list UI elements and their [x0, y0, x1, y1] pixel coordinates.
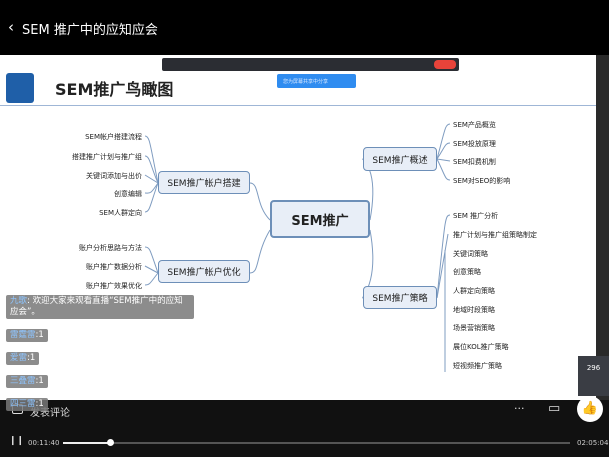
chat-overlay: 九歌: 欢迎大家来观看直播“SEM推广中的应知应会”。 雷霆雷:1 爱雷:1 三…: [6, 295, 194, 414]
chat-message: 雷霆雷:1: [6, 329, 48, 342]
logo-icon: [6, 73, 34, 103]
page-title: SEM 推广中的应知应会: [22, 23, 158, 38]
progress-fill: [63, 442, 111, 444]
leaf: 场景营销策略: [453, 324, 495, 332]
top-bar: ‹ SEM 推广中的应知应会: [0, 0, 609, 55]
leaf: 推广计划与推广组策略制定: [453, 231, 537, 239]
leaf: 关键词策略: [453, 250, 488, 258]
leaf: SEM 推广分析: [453, 212, 499, 220]
branch-build: SEM推广帐户搭建: [158, 171, 250, 194]
leaf: 创意编辑: [114, 190, 142, 198]
control-bar: 发表评论 ··· ▭: [0, 400, 609, 425]
side-strip: [596, 55, 609, 400]
mindmap-connectors: [144, 123, 451, 372]
divider: [0, 105, 596, 106]
leaf: 创意策略: [453, 268, 481, 276]
current-time: 00:11:40: [28, 439, 60, 447]
leaf: SEM对SEO的影响: [453, 177, 511, 185]
progress-track[interactable]: [63, 442, 570, 444]
chat-message: 四三雷:1: [6, 398, 48, 411]
leaf: SEM产品概览: [453, 121, 496, 129]
branch-overview: SEM推广概述: [363, 147, 437, 171]
like-button[interactable]: 👍: [577, 396, 603, 422]
mindmap-center: SEM推广: [270, 200, 370, 238]
duration: 02:05:04: [577, 439, 609, 447]
progress-row: ❙❙ 00:11:40 02:05:04: [0, 425, 609, 457]
progress-handle[interactable]: [106, 439, 114, 446]
stop-share-button[interactable]: [434, 60, 456, 69]
leaf: 账户推广效果优化: [86, 282, 142, 290]
slide: 您为屏幕共享中分享 SEM推广鸟瞰图 SEM推广 SEM推广帐户搭建 SEM推广…: [0, 55, 596, 400]
leaf: SEM人群定向: [99, 209, 142, 217]
branch-optimize: SEM推广帐户优化: [158, 260, 250, 283]
chat-message: 九歌: 欢迎大家来观看直播“SEM推广中的应知应会”。: [6, 295, 194, 319]
leaf: 地域时段策略: [453, 306, 495, 314]
like-count: 296: [586, 364, 601, 372]
recording-toolbar: [162, 58, 459, 71]
leaf: 人群定向策略: [453, 287, 495, 295]
slide-title: SEM推广鸟瞰图: [55, 80, 174, 99]
pause-icon[interactable]: ❙❙: [9, 436, 25, 446]
leaf: 关键词添加与出价: [86, 172, 142, 180]
chat-message: 爱雷:1: [6, 352, 40, 365]
leaf: 账户推广数据分析: [86, 263, 142, 271]
branch-strategy: SEM推广策略: [363, 286, 437, 309]
leaf: SEM投放原理: [453, 140, 496, 148]
cast-icon[interactable]: ▭: [548, 401, 561, 416]
back-icon[interactable]: ‹: [8, 18, 14, 36]
share-tooltip: 您为屏幕共享中分享: [277, 74, 356, 88]
comment-button[interactable]: 发表评论: [30, 408, 70, 419]
leaf: 搭建推广计划与推广组: [72, 153, 142, 161]
leaf: SEM帐户搭建流程: [85, 133, 142, 141]
leaf: 账户分析思路与方法: [79, 244, 142, 252]
more-icon[interactable]: ···: [514, 402, 525, 415]
leaf: 展位KOL推广策略: [453, 343, 509, 351]
leaf: SEM扣费机制: [453, 158, 496, 166]
chat-message: 三叠雷:1: [6, 375, 48, 388]
leaf: 短视频推广策略: [453, 362, 502, 370]
like-count-panel: 296: [578, 356, 609, 396]
